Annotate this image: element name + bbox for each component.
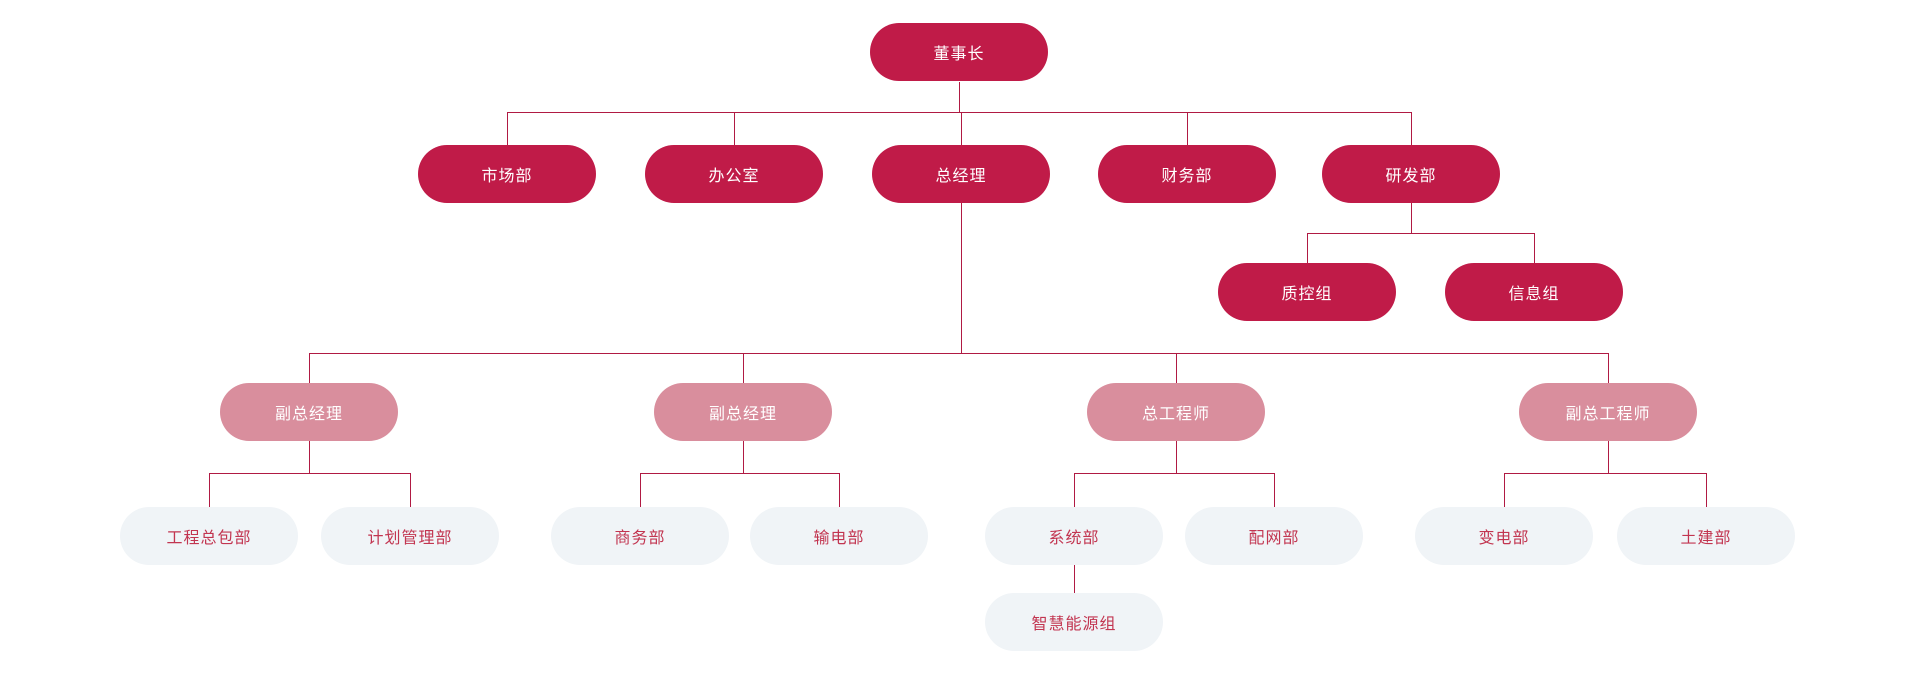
connector-line <box>410 473 411 507</box>
connector-line <box>743 353 744 383</box>
org-node-substation-dept: 变电部 <box>1415 507 1593 565</box>
connector-line <box>1176 441 1177 473</box>
org-node-smart-energy-group: 智慧能源组 <box>985 593 1163 651</box>
connector-line <box>507 112 508 145</box>
org-node-power-transmission-dept: 输电部 <box>750 507 928 565</box>
connector-line <box>1074 565 1075 593</box>
org-node-planning-management-dept: 计划管理部 <box>321 507 499 565</box>
connector-line <box>1411 112 1412 145</box>
connector-line <box>309 353 1608 354</box>
connector-line <box>961 203 962 353</box>
org-node-quality-control-group: 质控组 <box>1218 263 1396 321</box>
connector-line <box>1074 473 1075 507</box>
connector-line <box>1608 353 1609 383</box>
org-node-finance-dept: 财务部 <box>1098 145 1276 203</box>
org-node-office: 办公室 <box>645 145 823 203</box>
org-node-deputy-general-manager-2: 副总经理 <box>654 383 832 441</box>
connector-line <box>1307 233 1534 234</box>
connector-line <box>1307 233 1308 263</box>
connector-line <box>1706 473 1707 507</box>
connector-line <box>209 473 210 507</box>
connector-line <box>959 82 960 112</box>
connector-line <box>839 473 840 507</box>
connector-line <box>1534 233 1535 263</box>
connector-line <box>1504 473 1706 474</box>
org-node-civil-engineering-dept: 土建部 <box>1617 507 1795 565</box>
connector-line <box>1074 473 1274 474</box>
org-node-information-group: 信息组 <box>1445 263 1623 321</box>
connector-line <box>1274 473 1275 507</box>
connector-line <box>961 112 962 145</box>
connector-line <box>1187 112 1188 145</box>
connector-line <box>209 473 410 474</box>
connector-line <box>640 473 641 507</box>
org-node-system-dept: 系统部 <box>985 507 1163 565</box>
org-node-rnd-dept: 研发部 <box>1322 145 1500 203</box>
connector-line <box>1504 473 1505 507</box>
org-node-chairman: 董事长 <box>870 23 1048 81</box>
org-node-commerce-dept: 商务部 <box>551 507 729 565</box>
connector-line <box>309 441 310 473</box>
org-node-distribution-network-dept: 配网部 <box>1185 507 1363 565</box>
connector-line <box>743 441 744 473</box>
org-node-deputy-general-manager-1: 副总经理 <box>220 383 398 441</box>
org-node-chief-engineer: 总工程师 <box>1087 383 1265 441</box>
connector-line <box>1411 203 1412 233</box>
org-node-general-manager: 总经理 <box>872 145 1050 203</box>
connector-line <box>309 353 310 383</box>
connector-line <box>1176 353 1177 383</box>
org-node-marketing-dept: 市场部 <box>418 145 596 203</box>
connector-line <box>640 473 839 474</box>
connector-line <box>507 112 1412 113</box>
connector-line <box>734 112 735 145</box>
connector-line <box>1608 441 1609 473</box>
org-node-deputy-chief-engineer: 副总工程师 <box>1519 383 1697 441</box>
org-node-epc-dept: 工程总包部 <box>120 507 298 565</box>
